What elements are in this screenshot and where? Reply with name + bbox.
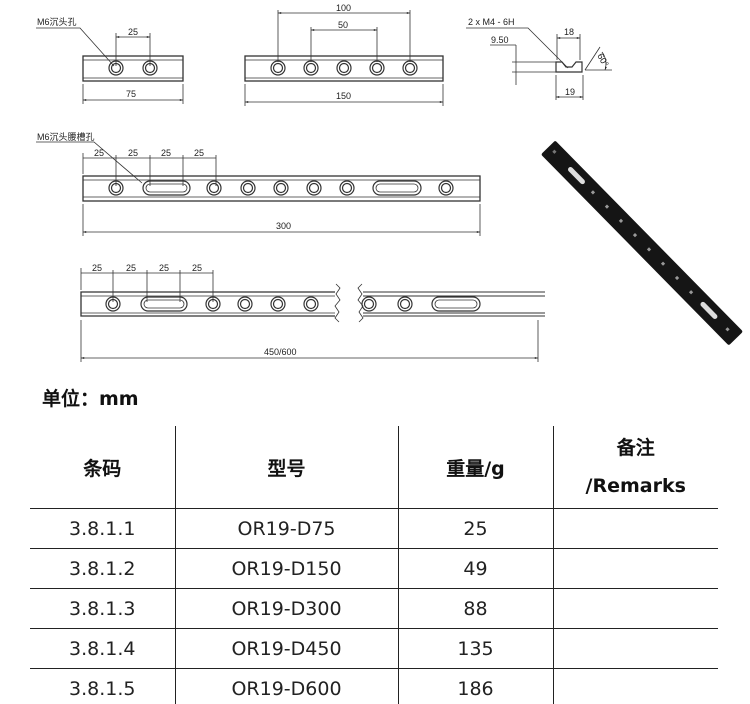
d300-length: 300 xyxy=(276,221,291,231)
d75-hole-label: M6沉头孔 xyxy=(37,17,77,27)
profile-bottom-width: 19 xyxy=(565,87,575,97)
header-model: 型号 xyxy=(174,426,398,509)
cell-model: OR19-D300 xyxy=(174,588,398,629)
cell-model: OR19-D150 xyxy=(174,548,398,589)
cell-model: OR19-D450 xyxy=(174,628,398,669)
header-remarks: 备注 /Remarks xyxy=(552,426,718,509)
table-header-row: 条码 型号 重量/g 备注 /Remarks xyxy=(30,426,718,509)
d450-length: 450/600 xyxy=(264,347,297,357)
cell-barcode: 3.8.1.3 xyxy=(30,588,175,629)
profile-thread: 2 x M4 - 6H xyxy=(468,17,515,27)
cell-weight: 135 xyxy=(397,628,553,669)
drawing-d75 xyxy=(36,27,184,104)
profile-angle: 60° xyxy=(595,52,611,69)
cell-remarks xyxy=(552,588,718,629)
d75-length: 75 xyxy=(126,89,136,99)
d150-outer: 100 xyxy=(336,3,351,13)
drawing-profile xyxy=(466,27,612,100)
cell-remarks xyxy=(552,628,718,669)
cell-barcode: 3.8.1.5 xyxy=(69,677,136,700)
profile-top-width: 18 xyxy=(564,27,574,37)
d450-pitch: 25 xyxy=(192,263,202,273)
drawing-d300 xyxy=(36,141,481,236)
d150-inner: 50 xyxy=(338,20,348,30)
d150-length: 150 xyxy=(336,91,351,101)
cell-weight: 25 xyxy=(397,508,553,549)
cell-weight: 49 xyxy=(397,548,553,589)
d450-pitch: 25 xyxy=(159,263,169,273)
d75-pitch: 25 xyxy=(128,27,138,37)
header-weight: 重量/g xyxy=(397,426,553,509)
cell-barcode: 3.8.1.2 xyxy=(30,548,175,589)
cell-weight: 186 xyxy=(397,668,553,704)
cell-remarks xyxy=(552,668,718,704)
d300-pitch: 25 xyxy=(94,148,104,158)
cell-weight: 88 xyxy=(397,588,553,629)
d300-pitch: 25 xyxy=(128,148,138,158)
header-barcode: 条码 xyxy=(30,426,175,509)
unit-label: 单位：mm xyxy=(42,388,139,410)
technical-drawings: M6沉头孔 25 75 100 50 150 2 x M4 - 6H 9.50 … xyxy=(36,3,743,362)
drawing-d450-600 xyxy=(80,268,545,362)
cell-model: OR19-D600 xyxy=(174,668,398,704)
d450-pitch: 25 xyxy=(126,263,136,273)
cell-barcode: 3.8.1.1 xyxy=(30,508,175,549)
cell-remarks xyxy=(552,508,718,549)
product-photo xyxy=(541,141,743,345)
d300-pitch: 25 xyxy=(161,148,171,158)
d300-pitch: 25 xyxy=(194,148,204,158)
cell-model: OR19-D75 xyxy=(174,508,398,549)
cell-barcode: 3.8.1.4 xyxy=(30,628,175,669)
d300-slot-label: M6沉头腰槽孔 xyxy=(37,131,95,142)
drawing-d150 xyxy=(244,10,444,106)
d450-pitch: 25 xyxy=(92,263,102,273)
cell-remarks xyxy=(552,548,718,589)
profile-height: 9.50 xyxy=(491,35,509,45)
